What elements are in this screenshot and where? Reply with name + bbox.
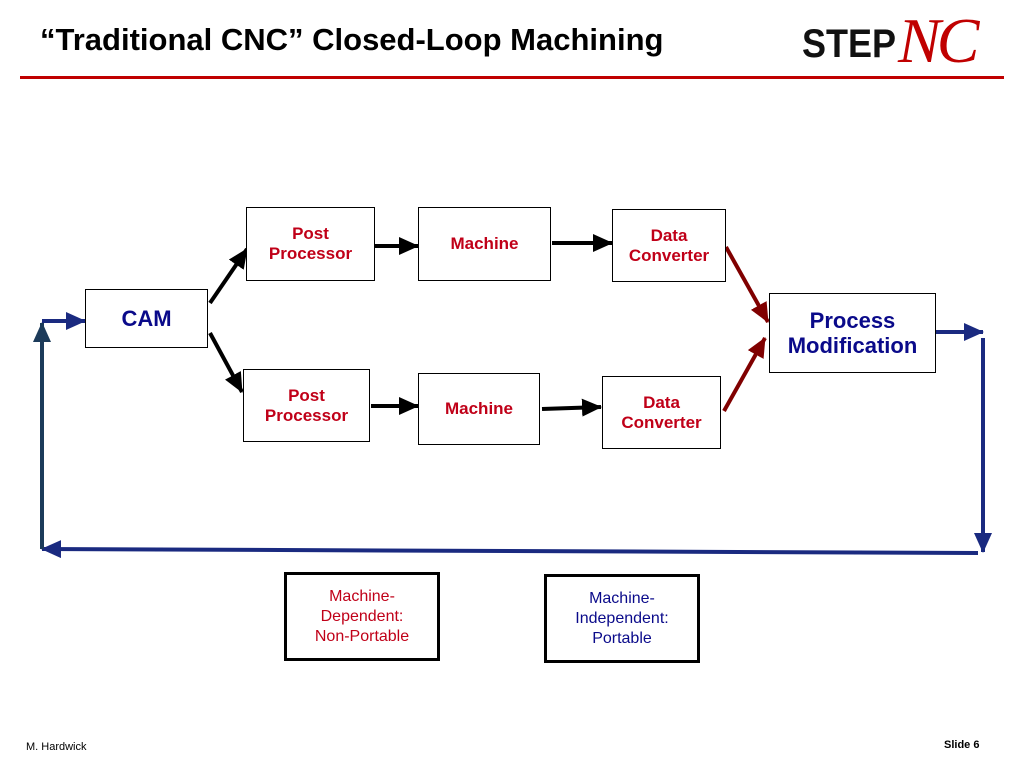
footer-author: M. Hardwick <box>26 741 87 753</box>
bottom-post-processor-label: Post Processor <box>264 385 349 425</box>
top-machine-box: Machine <box>418 207 551 281</box>
legend-machine-independent: Machine- Independent: Portable <box>544 574 700 663</box>
bottom-data-converter-box: Data Converter <box>602 376 721 449</box>
legend-machine-independent-label: Machine- Independent: Portable <box>575 589 669 647</box>
cam-box: CAM <box>85 289 208 348</box>
top-post-processor-box: Post Processor <box>246 207 375 281</box>
top-machine-label: Machine <box>450 234 519 254</box>
bottom-post-processor-box: Post Processor <box>243 369 370 442</box>
cam-label: CAM <box>121 305 172 331</box>
title-underline <box>20 76 1004 79</box>
footer-slide-number: Slide 6 <box>944 739 980 751</box>
slide-title: “Traditional CNC” Closed-Loop Machining <box>40 22 664 57</box>
arrow-cam-to-top-post <box>208 247 249 305</box>
loop-bottom-left <box>41 540 979 559</box>
arrow-top-converter-to-process <box>724 246 770 323</box>
legend-machine-dependent: Machine- Dependent: Non-Portable <box>284 572 440 661</box>
logo-nc-text: NC <box>898 5 979 76</box>
bottom-data-converter-label: Data Converter <box>621 392 702 432</box>
logo-step-text: STEP <box>802 22 897 66</box>
bottom-machine-box: Machine <box>418 373 540 445</box>
top-post-processor-label: Post Processor <box>268 224 353 263</box>
legend-machine-dependent-label: Machine- Dependent: Non-Portable <box>314 587 410 645</box>
arrow-bottom-machine-to-converter <box>541 398 602 417</box>
bottom-machine-label: Machine <box>444 399 514 419</box>
arrow-bottom-converter-to-process <box>722 337 767 412</box>
process-modification-box: Process Modification <box>769 293 936 373</box>
top-data-converter-box: Data Converter <box>612 209 726 282</box>
process-modification-label: Process Modification <box>787 307 918 358</box>
top-data-converter-label: Data Converter <box>628 225 710 265</box>
arrow-cam-to-bottom-post <box>208 332 244 393</box>
